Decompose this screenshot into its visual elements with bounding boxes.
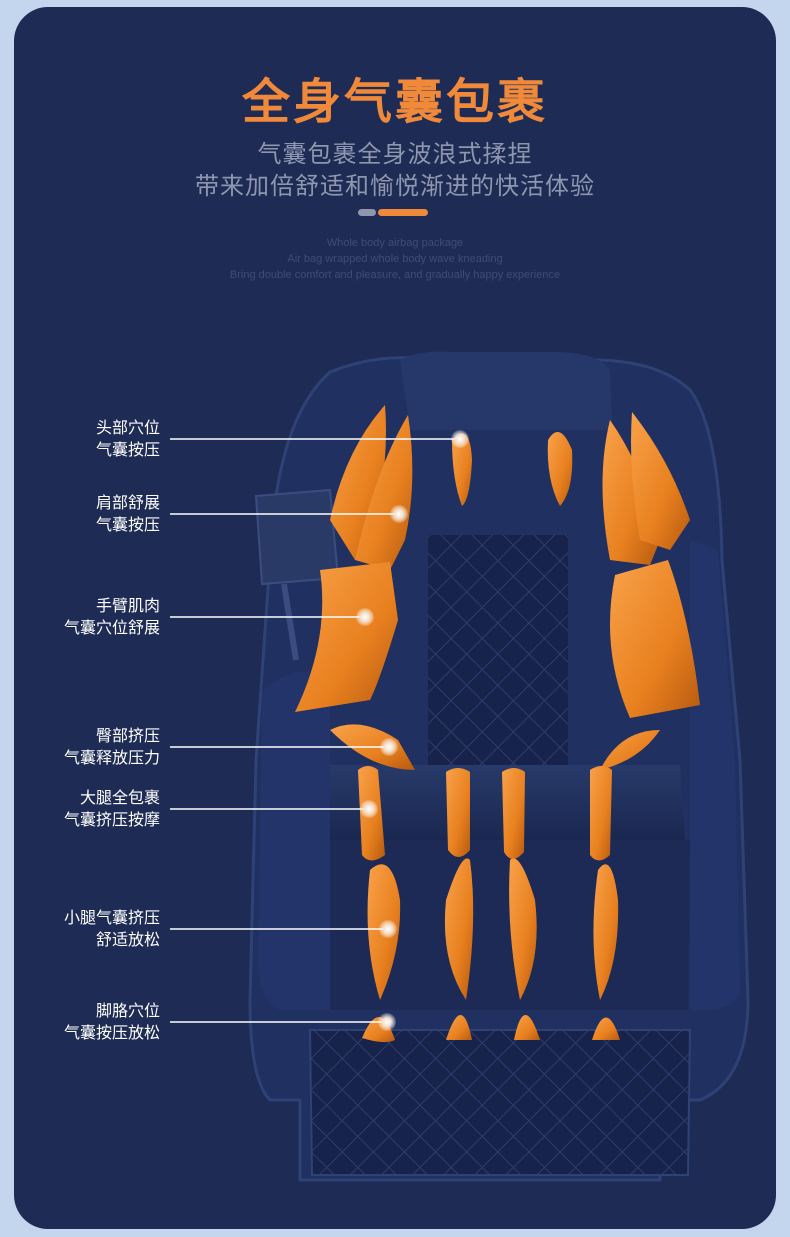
hip-airbag-right — [600, 730, 660, 770]
foot-airbag-2 — [446, 1015, 472, 1040]
arm-airbag-left — [295, 562, 398, 712]
callout-head-line2: 气囊按压 — [95, 440, 160, 459]
callout-hip-line2: 气囊释放压力 — [63, 748, 160, 767]
callout-head-line1: 头部穴位 — [95, 418, 160, 437]
chair-frame — [248, 351, 750, 1182]
callout-dot-hip — [380, 738, 398, 756]
callout-thigh: 大腿全包裹 气囊挤压按摩 — [0, 787, 160, 831]
callout-dot-shoulder — [390, 505, 408, 523]
callout-foot-line2: 气囊按压放松 — [63, 1023, 160, 1042]
callout-shoulder-line2: 气囊按压 — [95, 515, 160, 534]
callout-arm-line2: 气囊穴位舒展 — [63, 618, 160, 637]
callout-dot-arm — [356, 608, 374, 626]
divider-orange — [378, 209, 428, 216]
callout-arm: 手臂肌肉 气囊穴位舒展 — [0, 595, 160, 639]
callout-calf: 小腿气囊挤压 舒适放松 — [0, 907, 160, 951]
callout-head: 头部穴位 气囊按压 — [0, 417, 160, 461]
foot-airbag-4 — [592, 1017, 620, 1040]
thigh-airbag-2 — [446, 768, 470, 857]
foot-airbag-3 — [514, 1015, 540, 1040]
callout-shoulder-line1: 肩部舒展 — [95, 493, 160, 512]
calf-airbag-3 — [509, 858, 537, 1000]
english-line-2: Air bag wrapped whole body wave kneading — [287, 253, 503, 265]
page-title: 全身气囊包裹 — [241, 74, 548, 130]
callout-dot-foot — [378, 1013, 396, 1031]
subtitle-line-1: 气囊包裹全身波浪式揉捏 — [257, 140, 533, 168]
callout-dot-head — [451, 430, 469, 448]
airbag-group — [295, 405, 700, 1043]
callout-calf-line2: 舒适放松 — [95, 930, 160, 949]
arm-airbag-right — [610, 560, 700, 718]
divider-grey — [358, 209, 376, 216]
calf-airbag-2 — [444, 858, 474, 1000]
callout-dot-calf — [379, 920, 397, 938]
callout-dot-thigh — [360, 800, 378, 818]
head-airbag-right — [547, 432, 573, 506]
callout-thigh-line2: 气囊挤压按摩 — [63, 810, 160, 829]
callout-dots — [356, 430, 469, 1031]
callout-lines — [170, 438, 460, 1023]
thigh-airbag-3 — [502, 768, 525, 859]
callout-foot-line1: 脚胳穴位 — [95, 1001, 160, 1020]
callout-arm-line1: 手臂肌肉 — [95, 596, 160, 615]
callout-thigh-line1: 大腿全包裹 — [79, 788, 160, 807]
calf-airbag-4 — [593, 864, 619, 1000]
subtitle-line-2: 带来加倍舒适和愉悦渐进的快活体验 — [195, 172, 595, 200]
callout-hip: 臀部挤压 气囊释放压力 — [0, 725, 160, 769]
callout-shoulder: 肩部舒展 气囊按压 — [0, 492, 160, 536]
callout-calf-line1: 小腿气囊挤压 — [63, 908, 160, 927]
head-airbag-left — [452, 433, 472, 506]
english-line-3: Bring double comfort and pleasure, and g… — [229, 269, 561, 281]
callout-foot: 脚胳穴位 气囊按压放松 — [0, 1000, 160, 1044]
callout-hip-line1: 臀部挤压 — [95, 726, 160, 745]
thigh-airbag-4 — [590, 766, 612, 861]
english-line-1: Whole body airbag package — [326, 237, 464, 249]
